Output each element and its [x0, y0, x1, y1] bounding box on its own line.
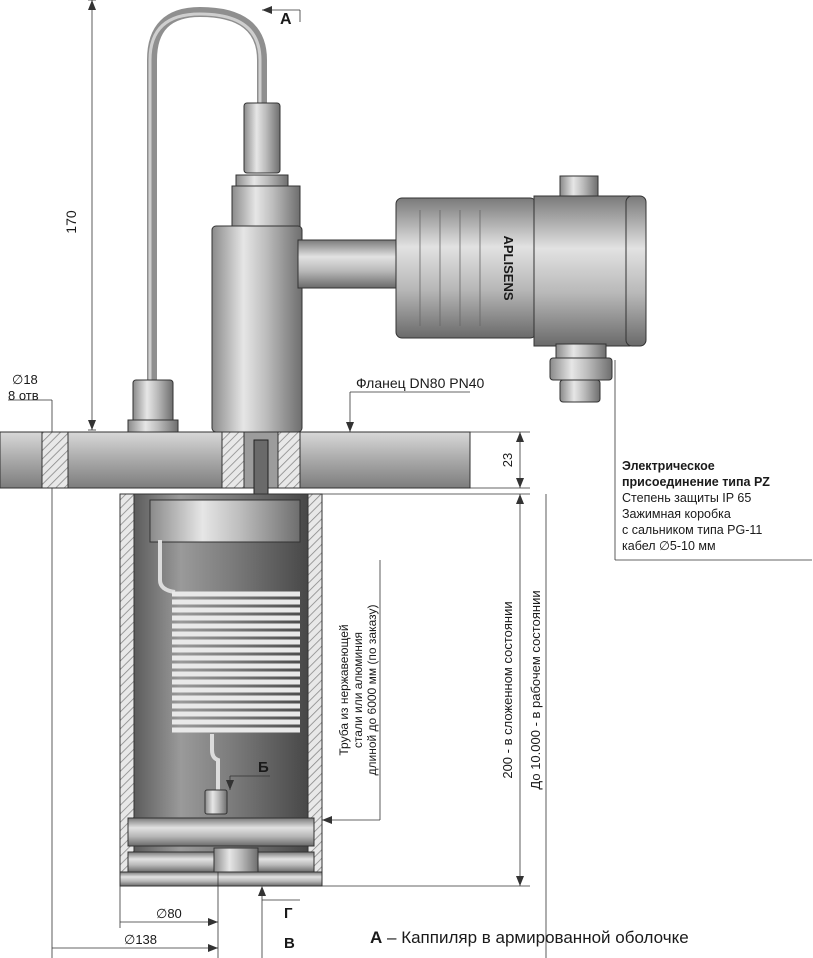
bottom-ring [127, 817, 315, 847]
tube-note-3: длиной до 6000 мм (по заказу) [365, 604, 379, 775]
note-line-3: с сальником типа PG-11 [622, 523, 763, 537]
capillary-cable [147, 6, 267, 383]
tube-note-1: Труба из нержавеющей [337, 624, 351, 755]
cable-gland-tip [559, 379, 601, 403]
inner-drum [149, 499, 301, 543]
housing-lid [625, 195, 647, 347]
flange-hole-section [41, 431, 69, 489]
capillary-collar [235, 174, 289, 188]
bottom-edge [119, 871, 323, 887]
label-a-top: А [280, 11, 292, 28]
cable-gland-body [555, 343, 607, 359]
dia-138: ∅138 [124, 932, 157, 947]
bottom-foot [213, 847, 259, 873]
dimension-lines [8, 0, 812, 958]
hole-diameter: ∅18 [12, 372, 38, 387]
housing-cap-top [559, 175, 599, 197]
capillary-cable-highlight [148, 12, 262, 383]
note-line-4: кабел ∅5-10 мм [622, 539, 716, 553]
note-line-1: Степень защиты IP 65 [622, 491, 752, 505]
tube-coil [158, 540, 300, 790]
dim-170: 170 [63, 210, 79, 234]
legend-key: А [370, 928, 383, 947]
tube-note-2: стали или алюминия [351, 632, 365, 748]
dimension-arrows [88, 0, 524, 952]
dim-200: 200 - в сложенном состоянии [500, 601, 515, 778]
cable-gland-nut [549, 357, 613, 381]
sensor-body [211, 225, 303, 433]
capillary-nut-base [127, 419, 179, 433]
legend-text: – Каппиляр в армированной оболочке [387, 928, 689, 947]
housing-cap [533, 195, 641, 347]
dim-10000: До 10.000 - в рабочем состоянии [528, 590, 543, 789]
note-title-1: Электрическое [622, 459, 715, 473]
hole-count: 8 отв [8, 388, 39, 403]
dim-23: 23 [500, 453, 515, 467]
note-line-2: Зажимная коробка [622, 507, 731, 521]
flange-label: Фланец DN80 PN40 [356, 375, 484, 391]
brand-logo: APLISENS [501, 235, 516, 300]
note-title-2: присоединение типа PZ [622, 475, 770, 489]
flange-stem [253, 439, 269, 495]
capillary-sleeve [243, 102, 281, 174]
label-b: Б [258, 759, 269, 776]
tube-end-fitting [204, 789, 228, 815]
label-v: В [284, 935, 295, 952]
electrical-connection-note: Электрическое присоединение типа PZ Степ… [622, 458, 812, 554]
legend: А – Каппиляр в армированной оболочке [370, 928, 689, 948]
transmitter-arm [297, 239, 401, 289]
sensor-neck [231, 185, 301, 229]
dia-80: ∅80 [156, 906, 182, 921]
label-g: Г [284, 905, 293, 922]
